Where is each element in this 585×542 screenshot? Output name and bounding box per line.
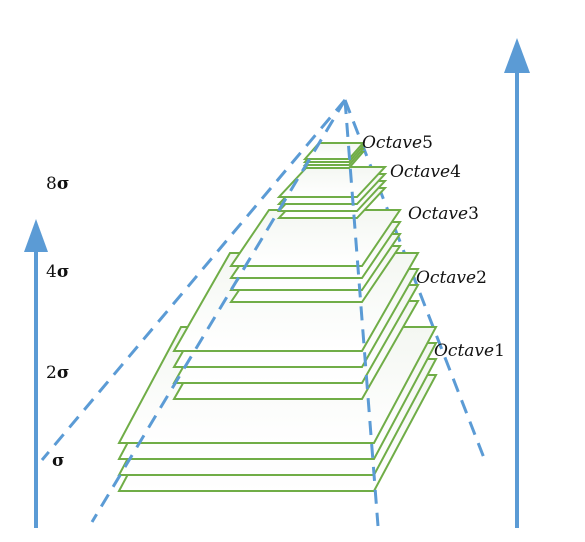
scale-label-sigma: σ [52,451,65,471]
scale-layer [229,209,402,267]
octave-label-1: Octave1 [434,341,505,361]
octave-labels: Octave1 Octave2 Octave3 Octave4 Octave5 [362,133,505,361]
dashed-line-inner-right [343,99,380,527]
scale-label-8sigma: 8σ [46,174,69,194]
octave-label-5: Octave5 [362,133,433,153]
scale-layer [276,166,388,198]
octave-layers [117,142,438,492]
scale-label-2sigma: 2σ [46,363,69,383]
octave-label-3: Octave3 [408,204,479,224]
octave-5-stack [302,142,366,169]
scale-label-4sigma: 4σ [46,262,69,282]
up-arrow-icon [24,219,48,252]
dashed-line-outer-right [343,99,486,459]
up-arrow-icon [504,38,530,73]
dashed-line-outer-left [40,99,347,461]
scale-labels: σ 2σ 4σ 8σ [46,174,69,471]
octave-label-4: Octave4 [390,162,461,182]
pyramid-dashed-lines-back [40,99,486,461]
pyramid-dashed-lines-front [90,99,380,527]
dashed-line-inner-left [90,99,347,523]
scale-axis-arrows [24,38,530,528]
octave-label-2: Octave2 [416,268,487,288]
octave-4-stack [276,166,388,219]
